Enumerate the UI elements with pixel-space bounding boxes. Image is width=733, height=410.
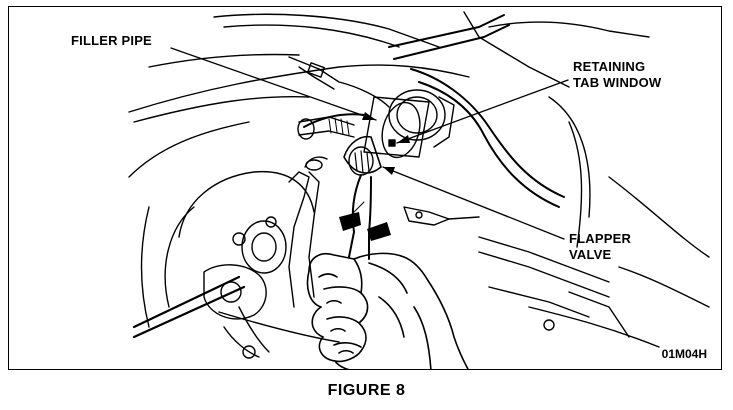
hoses: [288, 14, 565, 208]
figure-frame: FILLER PIPE RETAINING TAB WINDOW FLAPPER…: [8, 6, 722, 370]
flapper-valve-line-2: VALVE: [569, 247, 612, 262]
flapper-valve-line-1: FLAPPER: [569, 231, 632, 246]
body-panel-lines: [128, 11, 710, 348]
hand: [306, 252, 469, 369]
engine-components: [132, 156, 340, 359]
brackets: [403, 206, 630, 338]
figure-caption: FIGURE 8: [327, 382, 406, 399]
pliers-tool: [339, 174, 391, 260]
flapper-valve-leader: [382, 166, 565, 240]
filler-pipe-label: FILLER PIPE: [71, 33, 152, 49]
filler-pipe-leader: [170, 47, 377, 121]
retaining-tab-window-line-2: TAB WINDOW: [573, 75, 662, 90]
filler-pipe-label-text: FILLER PIPE: [71, 33, 152, 48]
retaining-tab-leader: [396, 79, 569, 144]
flapper-valve-label: FLAPPER VALVE: [569, 231, 631, 263]
leader-lines: [170, 47, 569, 240]
figure-code: 01M04H: [661, 347, 707, 361]
engine-bay-illustration: [128, 11, 710, 369]
retaining-tab-window-line-1: RETAINING: [573, 59, 646, 74]
retaining-tab-window-label: RETAINING TAB WINDOW: [573, 59, 661, 91]
